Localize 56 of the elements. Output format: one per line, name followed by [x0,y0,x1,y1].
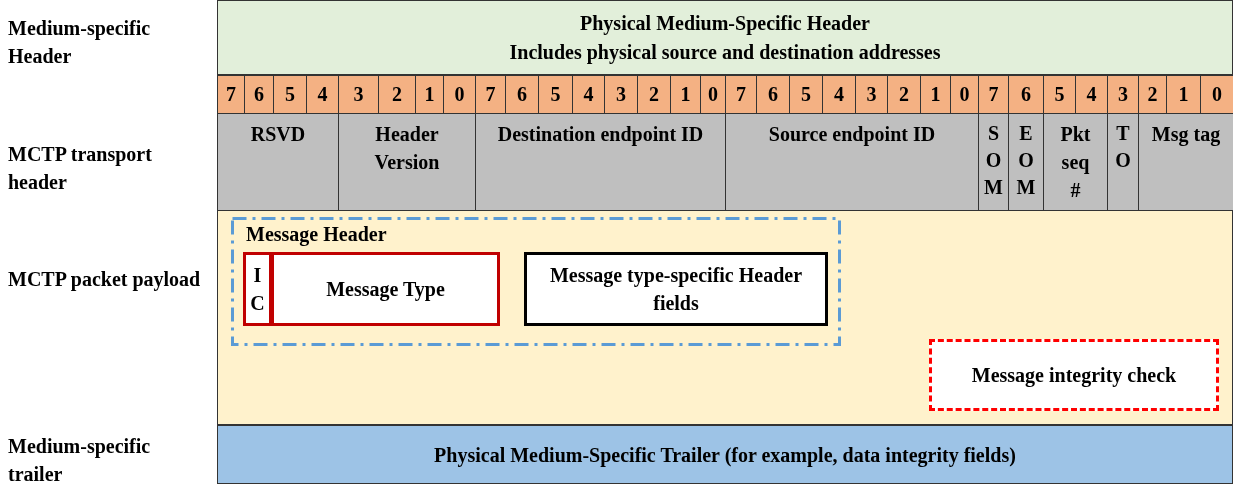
bit-number-cell: 7 [725,75,756,113]
field-cell: SOM [978,113,1008,210]
bit-number-cell: 6 [505,75,538,113]
flag-box: IC [243,252,272,326]
bit-number-cell: 5 [789,75,822,113]
field-cell: Pkt seq # [1043,113,1107,210]
row-header: MCTP transport header [8,142,153,195]
bit-number-cell: 4 [572,75,604,113]
bit-number-cell: 6 [1008,75,1043,113]
bit-number-cell: 0 [950,75,978,113]
field-cell: Destination endpoint ID [475,113,725,210]
bit-number-cell: 1 [1166,75,1200,113]
bit-number-cell: 5 [1043,75,1075,113]
field-cell: RSVD [217,113,338,210]
bit-number-cell: 6 [756,75,789,113]
bit-number-cell: 3 [604,75,637,113]
payload-band [217,210,1233,425]
bit-number-cell: 2 [887,75,920,113]
bit-number-cell: 1 [920,75,950,113]
bit-number-cell: 1 [415,75,443,113]
bit-number-cell: 0 [700,75,725,113]
field-cell: Source endpoint ID [725,113,978,210]
bit-number-cell: 3 [1107,75,1138,113]
bit-number-cell: 2 [637,75,670,113]
trailer-band: Physical Medium-Specific Trailer (for example, data integrity fields) [217,425,1233,484]
bit-number-cell: 7 [475,75,505,113]
bit-number-cell: 1 [670,75,700,113]
message-header-box [231,217,841,346]
row-header: Medium-specific Header [8,16,152,69]
bit-number-cell: 2 [1138,75,1166,113]
bit-number-cell: 7 [978,75,1008,113]
bit-number-cell: 7 [217,75,244,113]
bit-number-cell: 5 [538,75,572,113]
bit-number-cell: 4 [306,75,338,113]
bit-number-cell: 2 [378,75,415,113]
group-title: Message Header [246,222,387,247]
bit-number-cell: 3 [855,75,887,113]
integrity-check-box: Message integrity check [929,339,1219,411]
bit-number-cell: 0 [443,75,475,113]
row-header: MCTP packet payload [8,267,202,293]
message-type-box: Message Type [271,252,500,326]
field-cell: TO [1107,113,1138,210]
header-band [217,0,1233,75]
bit-number-cell: 0 [1200,75,1233,113]
header-fields-box: Message type-specific Header fields [524,252,828,326]
row-header: Medium-specific trailer [8,434,152,484]
bit-number-cell: 4 [822,75,855,113]
field-cell: Msg tag [1138,113,1233,210]
field-cell: Header Version [338,113,475,210]
bit-number-cell: 3 [338,75,378,113]
band-text: Includes physical source and destination addresses [509,39,941,66]
bit-number-cell: 5 [273,75,306,113]
field-cell: EOM [1008,113,1043,210]
bit-number-cell: 6 [244,75,273,113]
bit-number-cell: 4 [1075,75,1107,113]
band-text: Physical Medium-Specific Header [580,10,870,37]
